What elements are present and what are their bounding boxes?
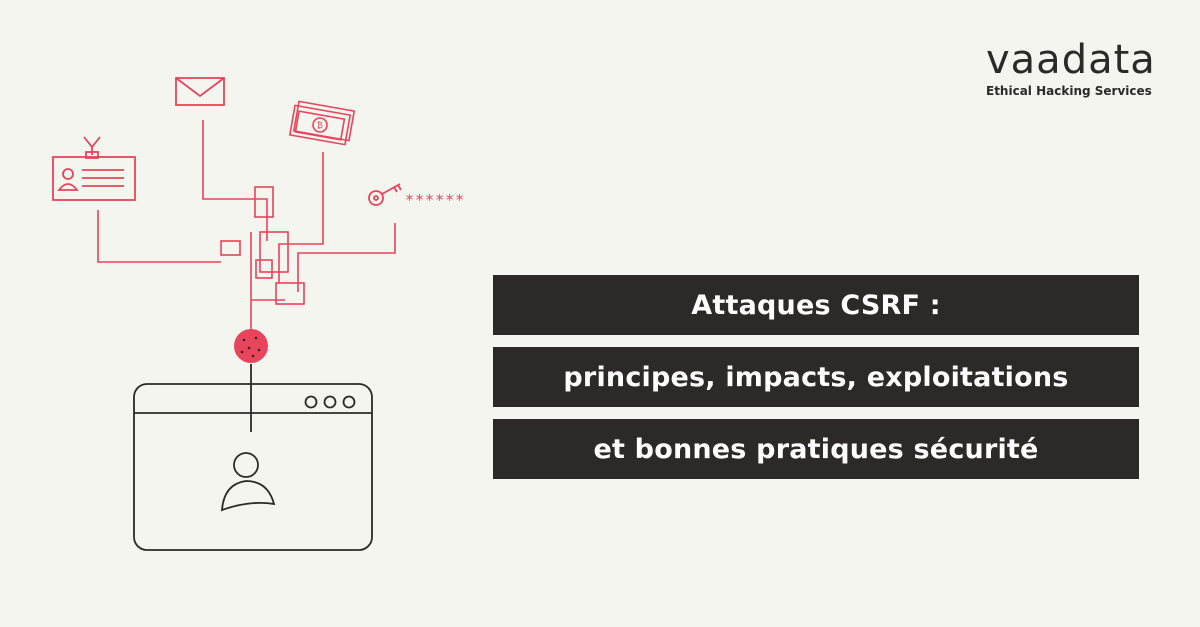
- csrf-illustration: ₿ ******: [52, 77, 465, 551]
- title-line-3: et bonnes pratiques sécurité: [493, 419, 1139, 479]
- svg-text:₿: ₿: [317, 121, 323, 130]
- envelope-icon: [175, 77, 225, 106]
- title-line-1: Attaques CSRF :: [493, 275, 1139, 335]
- brand-tagline: Ethical Hacking Services: [986, 84, 1152, 98]
- id-badge-icon: [52, 136, 136, 201]
- browser-window-icon: [133, 364, 373, 551]
- password-mask: ******: [405, 191, 465, 209]
- cookie-icon: [234, 329, 268, 363]
- title-line-2: principes, impacts, exploitations: [493, 347, 1139, 407]
- network-lines: [97, 120, 396, 330]
- brand-logo: vaadata Ethical Hacking Services: [986, 40, 1156, 98]
- key-icon: [368, 183, 402, 206]
- user-icon: [220, 452, 276, 512]
- brand-name: vaadata: [986, 37, 1156, 83]
- money-icon: ₿: [288, 100, 356, 146]
